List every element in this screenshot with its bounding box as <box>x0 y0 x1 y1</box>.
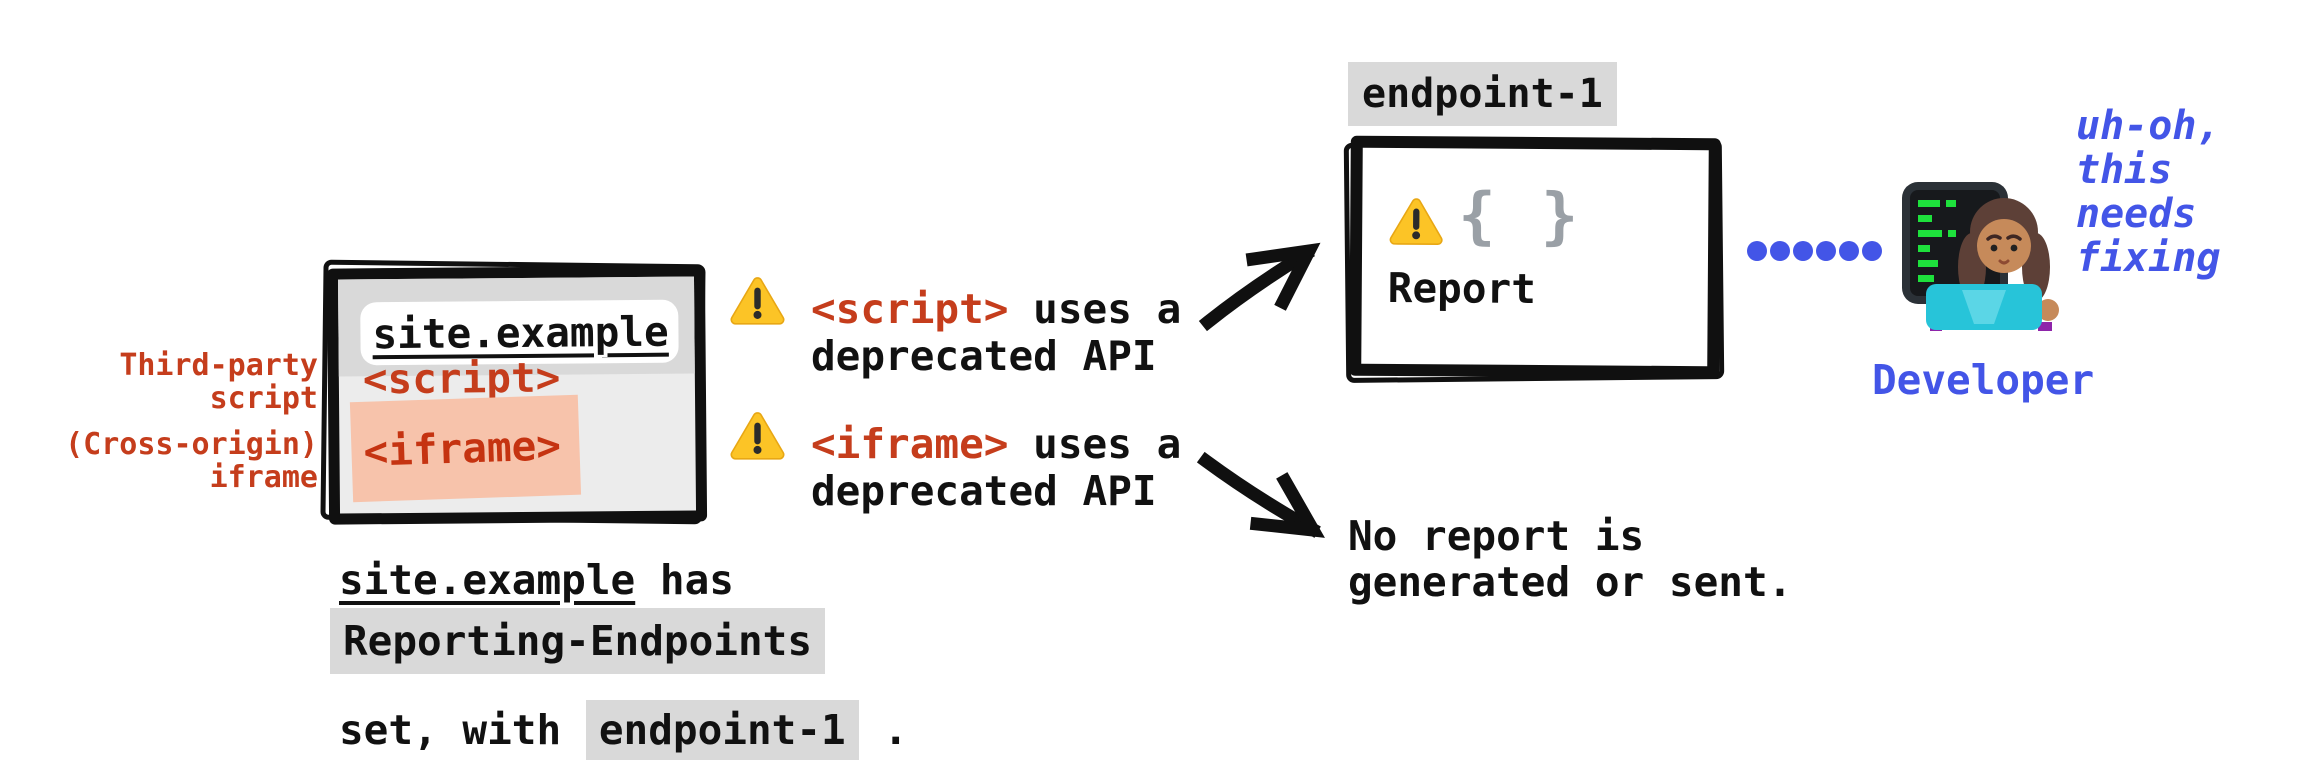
script-warning-text: <script> uses a deprecated API <box>811 286 1181 380</box>
iframe-warning-line-2: deprecated API <box>811 467 1157 515</box>
iframe-tag-text: <iframe> <box>362 421 562 476</box>
developer-label: Developer <box>1872 356 2095 404</box>
warning-icon <box>1388 195 1444 247</box>
arrow-to-no-report-icon <box>1196 451 1325 538</box>
developer-thought-text: uh-oh, this needs fixing <box>2076 103 2221 281</box>
iframe-warning-text: <iframe> uses a deprecated API <box>811 421 1181 515</box>
iframe-tag-inline: <iframe> <box>811 420 1009 468</box>
warning-icon <box>729 274 786 327</box>
report-box: { } Report <box>1349 135 1721 379</box>
iframe-highlight-box: <iframe> <box>349 394 582 503</box>
blue-dotted-line-icon <box>1747 241 1882 261</box>
script-warning-line-2: deprecated API <box>811 332 1157 380</box>
caption-line-2: Reporting-Endpoints <box>330 608 825 674</box>
script-tag-inline: <script> <box>811 285 1009 333</box>
caption-set-with: set, with <box>339 706 586 754</box>
no-report-line-2: generated or sent. <box>1348 558 1793 606</box>
endpoint-1-chip-inline: endpoint-1 <box>585 700 859 760</box>
script-warning-line-1: <script> uses a <box>811 286 1181 333</box>
endpoint-1-chip: endpoint-1 <box>1348 62 1617 126</box>
third-party-script-label: Third-party script <box>119 348 318 416</box>
uses-a-text: uses a <box>1008 420 1182 468</box>
browser-window: site.example <script> <iframe> <box>326 265 708 525</box>
site-url: site.example <box>372 307 669 358</box>
cross-origin-iframe-label: (Cross-origin) iframe <box>65 427 318 495</box>
caption-line-3: set, with endpoint-1 . <box>339 700 908 760</box>
caption-period: . <box>858 706 909 754</box>
warning-icon <box>729 409 786 462</box>
no-report-line-1: No report is <box>1348 512 1645 560</box>
report-label: Report <box>1387 263 1537 314</box>
no-report-text: No report is generated or sent. <box>1348 513 1792 605</box>
caption-line-1: site.example has <box>339 556 734 604</box>
arrow-to-endpoint-box-icon <box>1198 242 1321 332</box>
iframe-warning-line-1: <iframe> uses a <box>811 421 1181 468</box>
caption-has: has <box>635 556 734 604</box>
woman-technologist-emoji <box>1902 182 2059 331</box>
uses-a-text: uses a <box>1008 285 1182 333</box>
reporting-endpoints-chip: Reporting-Endpoints <box>330 608 825 674</box>
caption-site-url: site.example <box>339 556 636 604</box>
json-braces-icon: { } <box>1458 178 1583 253</box>
